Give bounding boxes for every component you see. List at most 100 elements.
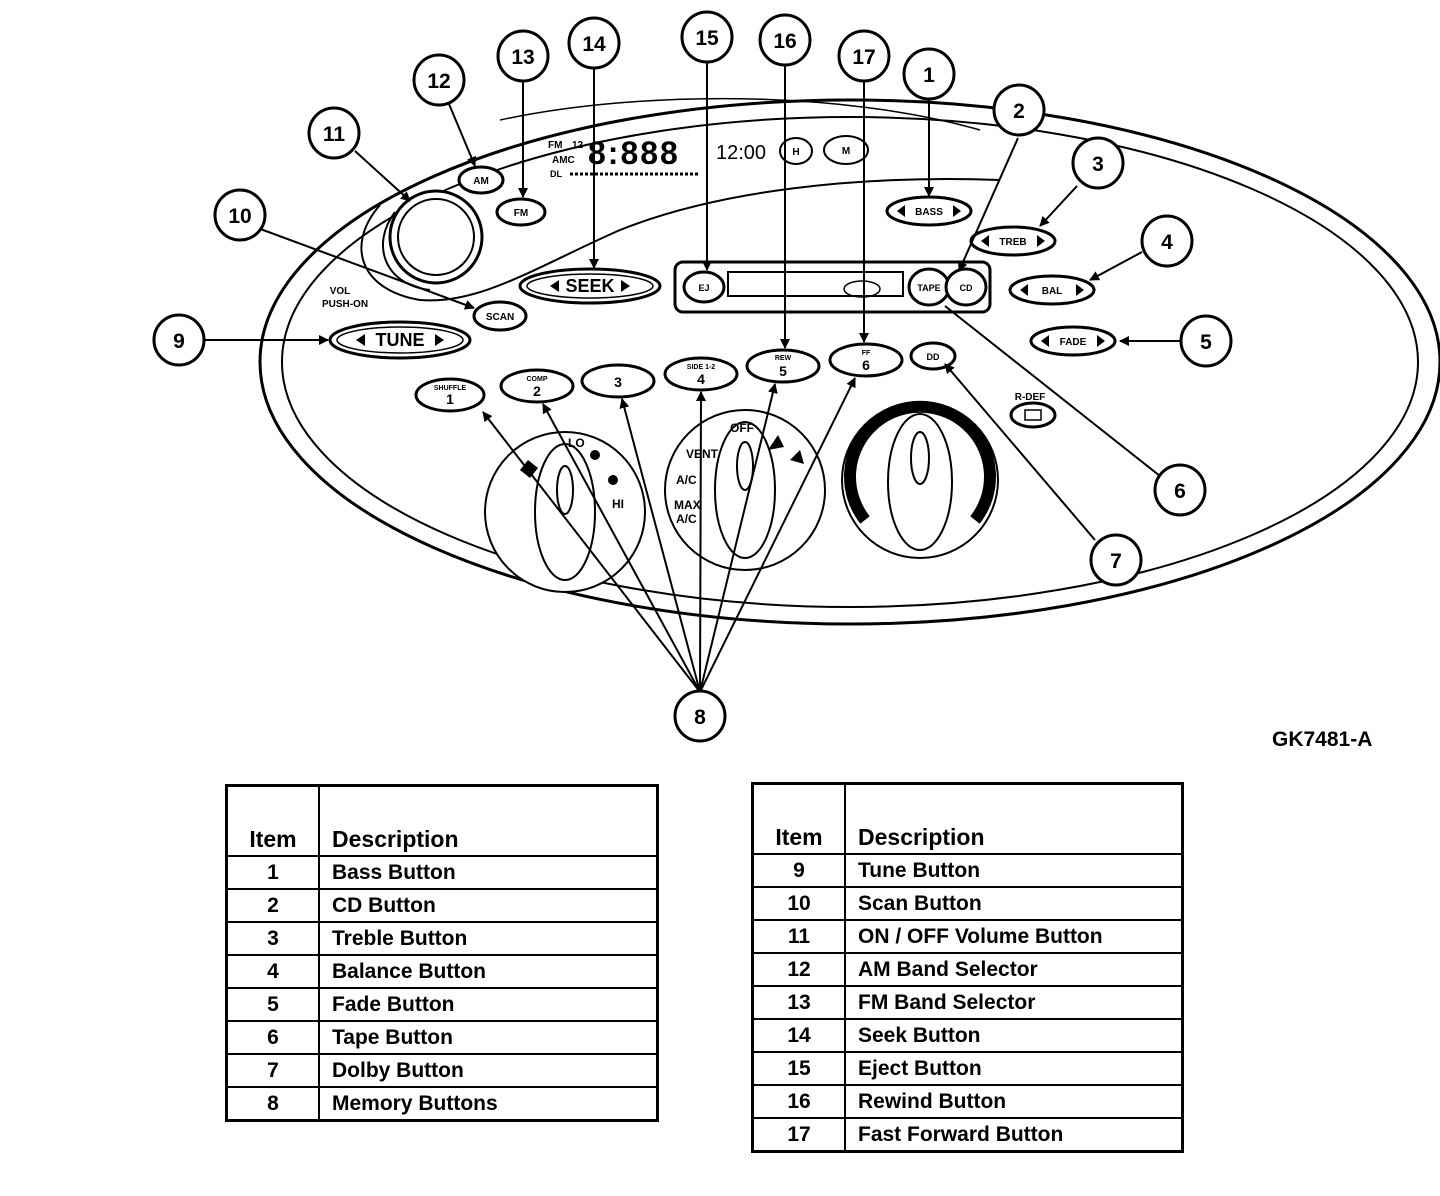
figure-id: GK7481-A (1272, 728, 1373, 751)
callout-7: 7 (1089, 533, 1143, 587)
cassette-slot (673, 260, 992, 314)
svg-text:17: 17 (852, 46, 875, 69)
callout-4: 4 (1140, 214, 1194, 268)
svg-text:1: 1 (446, 391, 454, 407)
panel-outline (258, 97, 1440, 626)
rear-defrost-label: R-DEF (1015, 392, 1046, 403)
legend-header-item: Item (225, 784, 320, 857)
item-number: 13 (751, 985, 846, 1020)
svg-text:4: 4 (697, 371, 705, 387)
svg-text:FF: FF (862, 350, 871, 357)
item-description: Rewind Button (844, 1084, 1184, 1119)
svg-text:AM: AM (473, 176, 489, 187)
item-description: Seek Button (844, 1018, 1184, 1053)
item-description: Memory Buttons (318, 1086, 659, 1122)
hour-button[interactable]: H (779, 137, 813, 165)
display-digits: 8:888 (588, 135, 680, 171)
item-number: 17 (751, 1117, 846, 1153)
push-on-label: PUSH-ON (322, 299, 368, 310)
temperature-knob[interactable] (841, 400, 999, 559)
svg-text:3: 3 (1092, 153, 1104, 176)
fade-button[interactable]: FADE (1029, 325, 1117, 357)
item-number: 8 (225, 1086, 320, 1122)
preset-button-4[interactable]: SIDE 1-2 4 (663, 356, 739, 392)
legend-header-item: Item (751, 782, 846, 855)
svg-text:TREB: TREB (999, 237, 1026, 248)
svg-text:11: 11 (323, 123, 346, 146)
bass-button[interactable]: BASS (885, 195, 973, 227)
display-band-12: 12 (572, 140, 584, 151)
tape-button[interactable]: TAPE (907, 267, 951, 307)
svg-text:8: 8 (694, 706, 706, 729)
item-description: Tune Button (844, 853, 1184, 888)
svg-text:BASS: BASS (915, 207, 943, 218)
mode-vent-label: VENT (686, 447, 719, 461)
tune-button[interactable]: TUNE (328, 320, 472, 360)
item-number: 6 (225, 1020, 320, 1055)
svg-text:6: 6 (1174, 480, 1186, 503)
item-description: Fast Forward Button (844, 1117, 1184, 1153)
preset-button-1[interactable]: SHUFFLE 1 (414, 377, 486, 413)
preset-button-6[interactable]: FF 6 (828, 342, 904, 378)
svg-text:2: 2 (533, 383, 541, 399)
svg-text:9: 9 (173, 330, 185, 353)
fan-hi-label: HI (612, 497, 624, 511)
mode-knob[interactable] (664, 409, 826, 571)
item-description: ON / OFF Volume Button (844, 919, 1184, 954)
item-description: CD Button (318, 888, 659, 923)
display-clock: 12:00 (716, 142, 766, 164)
treble-button[interactable]: TREB (969, 225, 1057, 257)
svg-text:15: 15 (695, 27, 719, 50)
callout-2: 2 (992, 83, 1046, 137)
svg-text:SEEK: SEEK (565, 276, 614, 296)
callout-8: 8 (673, 689, 727, 743)
radio-display: FM 12 AMC DL 8:888 12:00 (548, 135, 766, 179)
legend-header-description: Description (844, 782, 1184, 855)
fan-speed-knob[interactable] (484, 431, 646, 593)
item-number: 7 (225, 1053, 320, 1088)
rear-defrost-button[interactable] (1009, 401, 1057, 429)
cd-button[interactable]: CD (944, 267, 988, 307)
preset-button-3[interactable]: 3 (580, 363, 656, 399)
svg-text:12: 12 (427, 70, 450, 93)
svg-text:5: 5 (1200, 331, 1212, 354)
callout-13: 13 (496, 29, 550, 83)
item-description: Eject Button (844, 1051, 1184, 1086)
item-description: Dolby Button (318, 1053, 659, 1088)
item-description: AM Band Selector (844, 952, 1184, 987)
mode-ac-label: A/C (676, 473, 697, 487)
preset-button-2[interactable]: COMP 2 (499, 368, 575, 404)
preset-button-5[interactable]: REW 5 (745, 348, 821, 384)
volume-knob[interactable] (388, 189, 484, 285)
eject-button[interactable]: EJ (682, 270, 726, 304)
balance-button[interactable]: BAL (1008, 274, 1096, 306)
seek-button[interactable]: SEEK (518, 267, 662, 305)
svg-text:FM: FM (514, 208, 528, 219)
svg-text:7: 7 (1110, 550, 1122, 573)
svg-text:6: 6 (862, 357, 870, 373)
minute-button[interactable]: M (823, 135, 869, 165)
item-number: 16 (751, 1084, 846, 1119)
svg-text:5: 5 (779, 363, 787, 379)
scan-button[interactable]: SCAN (472, 300, 528, 332)
svg-text:1: 1 (923, 64, 935, 87)
mode-max-label: MAX (674, 498, 701, 512)
dolby-button[interactable]: DD (909, 341, 957, 371)
fm-button[interactable]: FM (495, 197, 547, 227)
svg-text:TUNE: TUNE (376, 330, 425, 350)
item-description: Balance Button (318, 954, 659, 989)
am-button[interactable]: AM (457, 165, 505, 195)
mode-max-ac-label: A/C (676, 512, 697, 526)
callout-3: 3 (1071, 136, 1125, 190)
item-number: 14 (751, 1018, 846, 1053)
item-number: 15 (751, 1051, 846, 1086)
